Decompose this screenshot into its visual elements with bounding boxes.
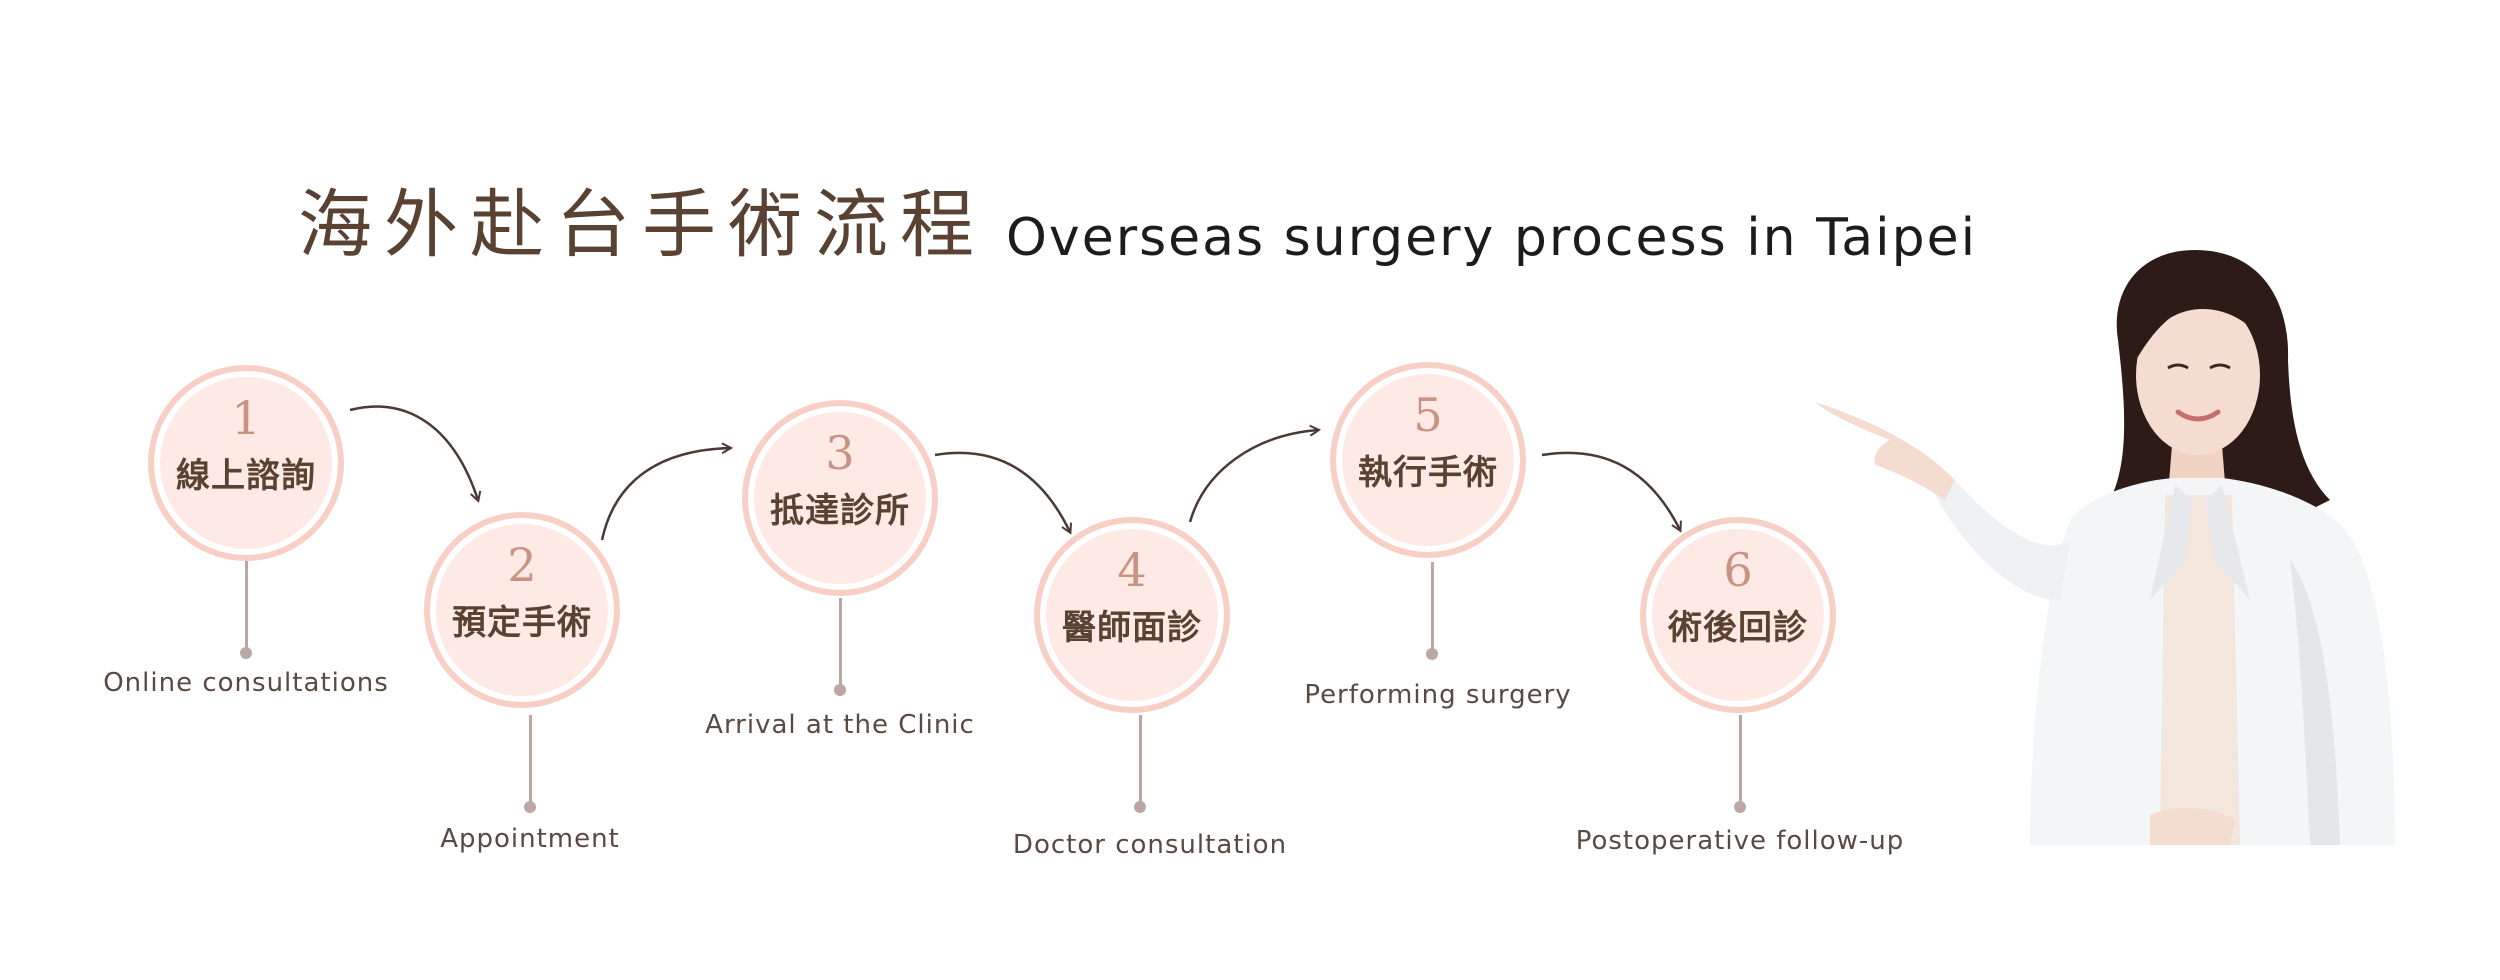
step-4: 4 醫師面診 [1034, 517, 1230, 713]
arrow-4-to-5 [1188, 430, 1318, 523]
step-2-stem [528, 715, 532, 807]
step-title-zh: 醫師面診 [1062, 608, 1202, 648]
step-5: 5 執行手術 [1330, 362, 1526, 558]
step-2-dot [524, 801, 536, 813]
step-circle [742, 400, 938, 596]
step-5-dot [1426, 648, 1438, 660]
step-4-stem [1138, 715, 1142, 807]
step-2: 2 預定手術 [424, 512, 620, 708]
step-1: 1 線上諮詢 [148, 365, 344, 561]
step-3-stem [838, 598, 842, 690]
step-circle [148, 365, 344, 561]
step-6: 6 術後回診 [1640, 517, 1836, 713]
step-circle [1640, 517, 1836, 713]
step-6-dot [1734, 801, 1746, 813]
step-3-label: Arrival at the Clinic [705, 710, 975, 740]
step-number: 5 [1413, 388, 1443, 442]
arrow-3-to-4 [934, 451, 1070, 532]
arrow-5-to-6 [1541, 451, 1680, 530]
step-number: 4 [1117, 543, 1147, 597]
step-title-zh: 術後回診 [1668, 608, 1808, 648]
page-title-english: Overseas surgery process in Taipei [1006, 208, 1978, 268]
step-5-stem [1430, 562, 1434, 654]
arrow-2-to-3 [600, 448, 730, 541]
step-title-zh: 抵達診所 [770, 491, 910, 531]
step-number: 6 [1723, 543, 1753, 597]
step-5-label: Performing surgery [1304, 680, 1572, 710]
step-4-dot [1134, 801, 1146, 813]
step-number: 2 [507, 538, 537, 592]
page-title-chinese: 海外赴台手術流程 [298, 182, 986, 268]
step-number: 1 [231, 391, 261, 445]
step-circle [1330, 362, 1526, 558]
step-1-dot [240, 647, 252, 659]
step-6-label: Postoperative follow-up [1575, 826, 1905, 856]
step-title-zh: 預定手術 [452, 603, 592, 643]
step-1-label: Online consultations [103, 668, 389, 698]
step-4-label: Doctor consultation [1012, 830, 1288, 860]
step-3: 3 抵達診所 [742, 400, 938, 596]
step-2-label: Appointment [440, 824, 620, 854]
step-title-zh: 線上諮詢 [176, 456, 316, 496]
step-3-dot [834, 684, 846, 696]
step-number: 3 [825, 426, 855, 480]
step-6-stem [1738, 715, 1742, 807]
step-circle [1034, 517, 1230, 713]
arrow-1-to-2 [349, 405, 478, 500]
step-circle [424, 512, 620, 708]
step-1-stem [244, 561, 248, 653]
step-title-zh: 執行手術 [1358, 453, 1498, 493]
